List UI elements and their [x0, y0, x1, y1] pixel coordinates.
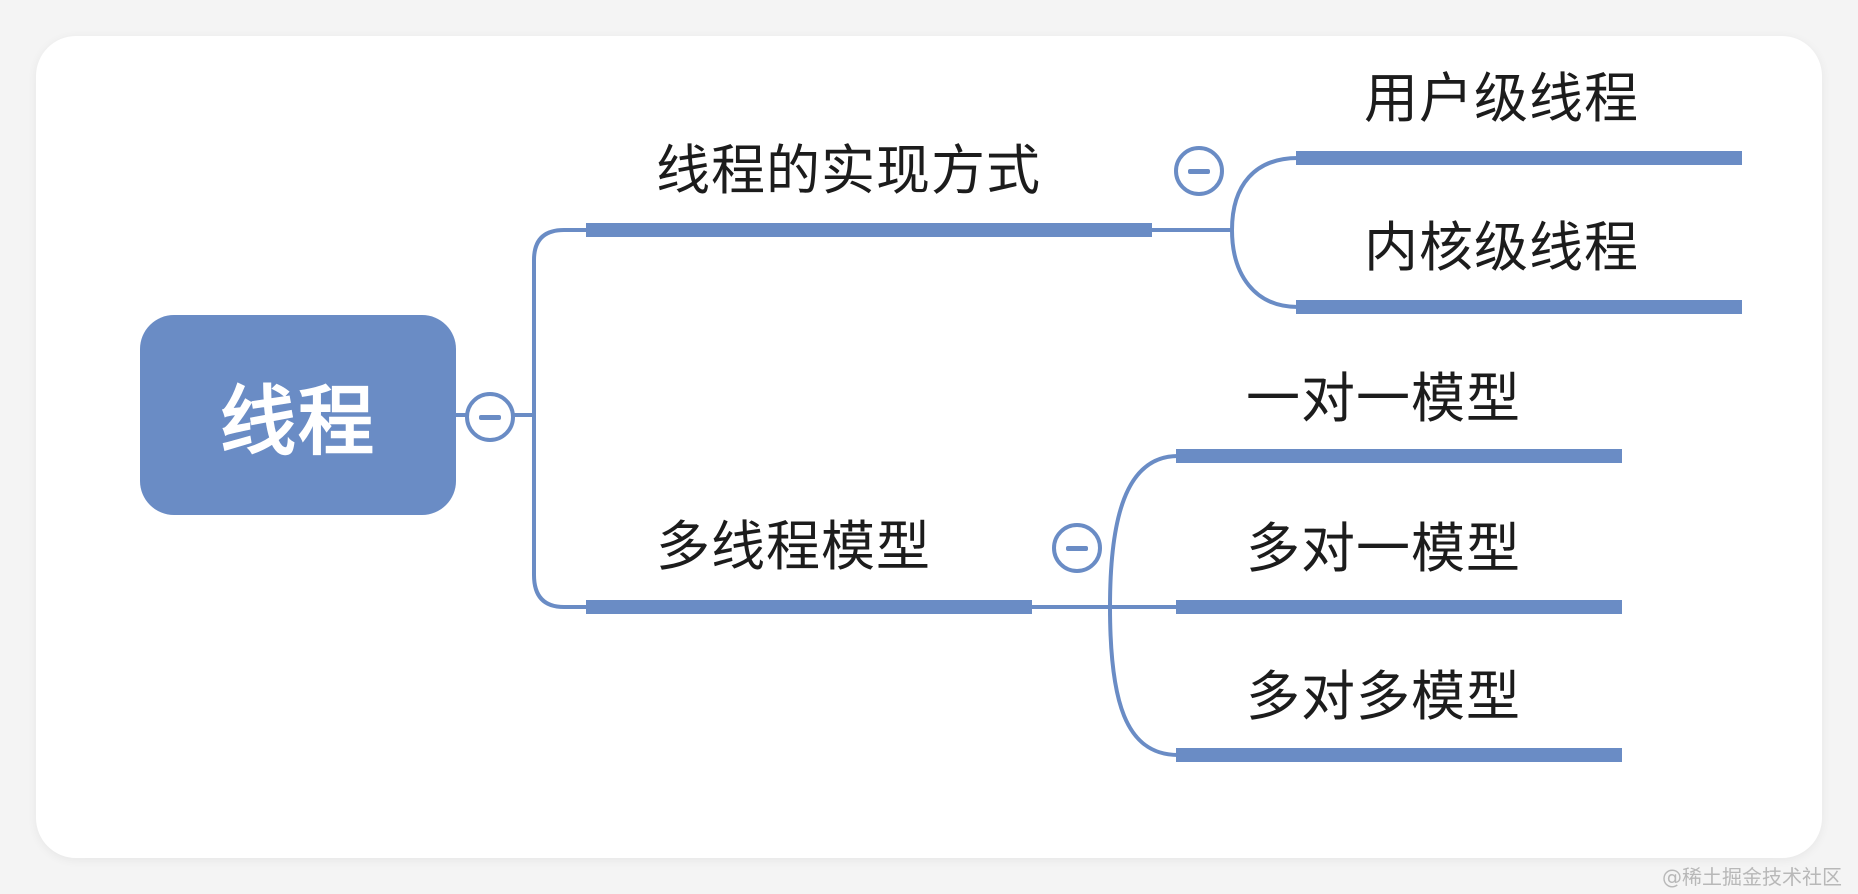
leaf-label-user-level[interactable]: 用户级线程: [1364, 67, 1639, 130]
watermark-text: @稀土掘金技术社区: [1662, 865, 1842, 889]
root-node[interactable]: 线程: [140, 315, 456, 515]
collapse-minus-icon[interactable]: [1174, 146, 1224, 196]
minus-glyph: [1066, 545, 1088, 551]
leaf-label-many-to-many[interactable]: 多对多模型: [1246, 665, 1521, 728]
minus-glyph: [479, 414, 501, 420]
leaf-label-one-to-one[interactable]: 一对一模型: [1246, 367, 1521, 430]
underline-user-level: [1296, 151, 1742, 165]
leaf-label-kernel-level[interactable]: 内核级线程: [1364, 216, 1639, 279]
underline-many-to-many: [1176, 748, 1622, 762]
connector-models-children: [1032, 454, 1179, 757]
underline-models: [586, 600, 1032, 614]
collapse-minus-icon[interactable]: [1052, 523, 1102, 573]
leaf-label-many-to-one[interactable]: 多对一模型: [1246, 517, 1521, 580]
connector-root-to-implementation: [456, 228, 588, 417]
collapse-minus-icon[interactable]: [465, 392, 515, 442]
connector-implementation-children: [1152, 156, 1299, 309]
branch-label-implementation[interactable]: 线程的实现方式: [656, 139, 1041, 202]
underline-many-to-one: [1176, 600, 1622, 614]
connector-root-to-models: [532, 415, 588, 609]
minus-glyph: [1188, 168, 1210, 174]
underline-kernel-level: [1296, 300, 1742, 314]
root-label: 线程: [220, 377, 376, 466]
branch-label-models[interactable]: 多线程模型: [656, 515, 931, 578]
underline-implementation: [586, 223, 1152, 237]
underline-one-to-one: [1176, 449, 1622, 463]
